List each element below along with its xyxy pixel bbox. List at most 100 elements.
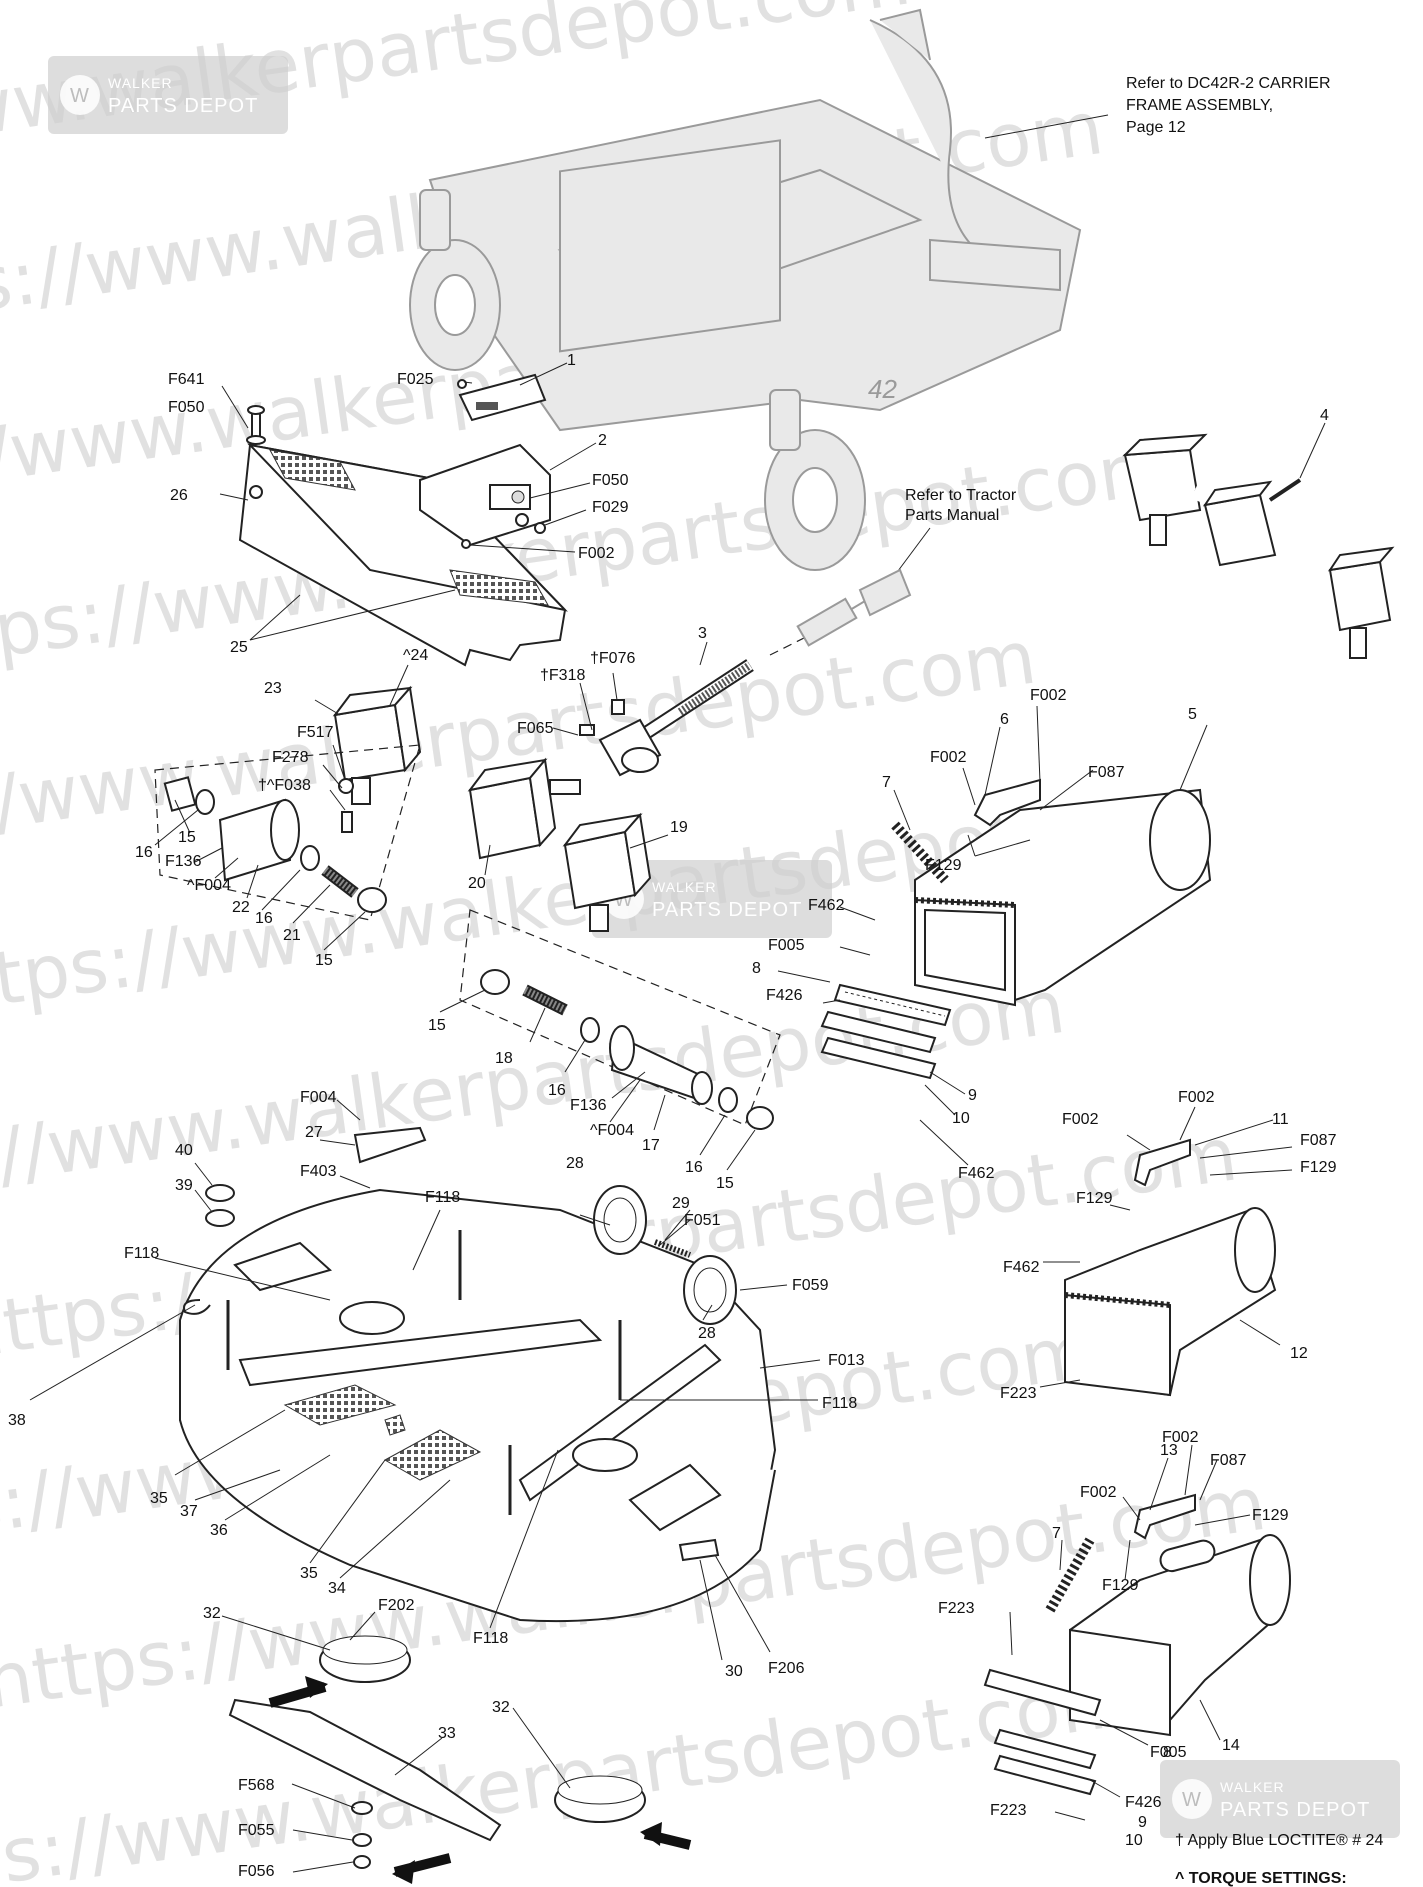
callout-18: 18: [495, 1050, 513, 1067]
spacer-40: [205, 1184, 235, 1202]
bracket-13: [1133, 1493, 1196, 1540]
callout-15: 15: [178, 829, 196, 846]
callout-F426: F426: [766, 987, 803, 1004]
plate-30: [678, 1538, 720, 1562]
callout-F223: F223: [1000, 1385, 1037, 1402]
callout-F641: F641: [168, 371, 205, 388]
callout-F050: F050: [592, 472, 629, 489]
spring-7: [891, 821, 949, 884]
callout-8: 8: [752, 960, 761, 977]
callout-F517: F517: [297, 724, 334, 741]
callout-15: 15: [428, 1017, 446, 1034]
callout-32: 32: [203, 1605, 221, 1622]
callout-28: 28: [698, 1325, 716, 1342]
gearbox-23: [332, 685, 422, 805]
gearbox-19: [562, 812, 652, 932]
callout-F129: F129: [1252, 1507, 1289, 1524]
callout-F223: F223: [938, 1600, 975, 1617]
svg-text:PARTS DEPOT: PARTS DEPOT: [1220, 1799, 1370, 1821]
o-ring-16: [300, 845, 320, 871]
callout-F065: F065: [517, 720, 554, 737]
callout-F050: F050: [168, 399, 205, 416]
callout-F004: F004: [300, 1089, 337, 1106]
callout-F087: F087: [1210, 1452, 1247, 1469]
callout-F038: †^F038: [258, 777, 311, 794]
callout-1: 1: [567, 352, 576, 369]
hinge-8: [983, 1668, 1102, 1717]
callout-9: 9: [968, 1087, 977, 1104]
callout-F136: F136: [165, 853, 202, 870]
svg-text:PARTS DEPOT: PARTS DEPOT: [652, 899, 802, 921]
spring-7: [1045, 1537, 1095, 1613]
svg-text:WALKER: WALKER: [108, 75, 173, 91]
callout-28: 28: [566, 1155, 584, 1172]
callout-F118: F118: [822, 1395, 857, 1412]
gearbox-assembly-4: [1122, 433, 1395, 659]
carrier-frame-reference: 42: [409, 8, 1109, 571]
carrier-reference-note: Refer to DC42R-2 CARRIER: [1126, 75, 1331, 92]
callout-19: 19: [670, 819, 688, 836]
plate-9: [820, 1010, 937, 1054]
callout-38: 38: [8, 1412, 26, 1429]
callout-F129: F129: [925, 857, 962, 874]
callout-32: 32: [492, 1699, 510, 1716]
callout-F568: F568: [238, 1777, 275, 1794]
callout-36: 36: [210, 1522, 228, 1539]
discharge-chute-5: [914, 788, 1212, 1007]
deck-cover-26: [238, 443, 568, 667]
callout-15: 15: [315, 952, 333, 969]
hinge-8: [833, 983, 952, 1027]
callout-F002: F002: [578, 545, 615, 562]
callout-F002: F002: [1030, 687, 1067, 704]
callout-24: ^24: [403, 647, 428, 664]
plate-9: [993, 1728, 1097, 1770]
callout-F129: F129: [1076, 1190, 1113, 1207]
callout-17: 17: [642, 1137, 660, 1154]
callout-4: 4: [1320, 407, 1329, 424]
callout-F013: F013: [828, 1352, 865, 1369]
callout-F002: F002: [1062, 1111, 1099, 1128]
callout-F059: F059: [792, 1277, 829, 1294]
callout-F223: F223: [990, 1802, 1027, 1819]
callout-26: 26: [170, 487, 188, 504]
callout-15: 15: [716, 1175, 734, 1192]
callout-F029: F029: [592, 499, 629, 516]
carrier-reference-note: Page 12: [1126, 119, 1186, 136]
callout-F005: F005: [1150, 1744, 1187, 1761]
shaft-21: [321, 865, 359, 898]
callout-F056: F056: [238, 1863, 275, 1880]
callout-F136: F136: [570, 1097, 607, 1114]
callout-F076: †F076: [590, 650, 635, 667]
tractor-driveline-reference: [796, 568, 912, 647]
leader-lines: [29, 362, 1326, 1873]
callout-20: 20: [468, 875, 486, 892]
callout-40: 40: [175, 1142, 193, 1159]
svg-text:W: W: [70, 85, 89, 107]
callout-F462: F462: [958, 1165, 995, 1182]
plate-10: [993, 1754, 1097, 1796]
callout-F278: F278: [272, 749, 309, 766]
bolt-F641: [246, 405, 266, 445]
callout-16: 16: [255, 910, 273, 927]
callout-F206: F206: [768, 1660, 805, 1677]
callout-F004: ^F004: [590, 1122, 634, 1139]
svg-text:WALKER: WALKER: [1220, 1779, 1285, 1795]
spacer-39: [205, 1209, 235, 1227]
drive-shaft-3: [579, 659, 754, 777]
bearing-housing-22: [218, 798, 300, 882]
plate-10: [820, 1036, 937, 1080]
svg-text:WALKER: WALKER: [652, 879, 717, 895]
callout-33: 33: [438, 1725, 456, 1742]
callout-16: 16: [548, 1082, 566, 1099]
callout-11: 11: [1272, 1111, 1289, 1128]
o-ring-16: [195, 789, 215, 815]
callout-27: 27: [305, 1124, 323, 1141]
bracket-27: [353, 1126, 427, 1164]
callout-F005: F005: [768, 937, 805, 954]
callout-34: 34: [328, 1580, 346, 1597]
callout-F002: F002: [1178, 1089, 1215, 1106]
callout-F087: F087: [1300, 1132, 1337, 1149]
deck-size-label: 42: [868, 374, 897, 404]
callout-21: 21: [283, 927, 301, 944]
pulley-28: [683, 1255, 737, 1325]
